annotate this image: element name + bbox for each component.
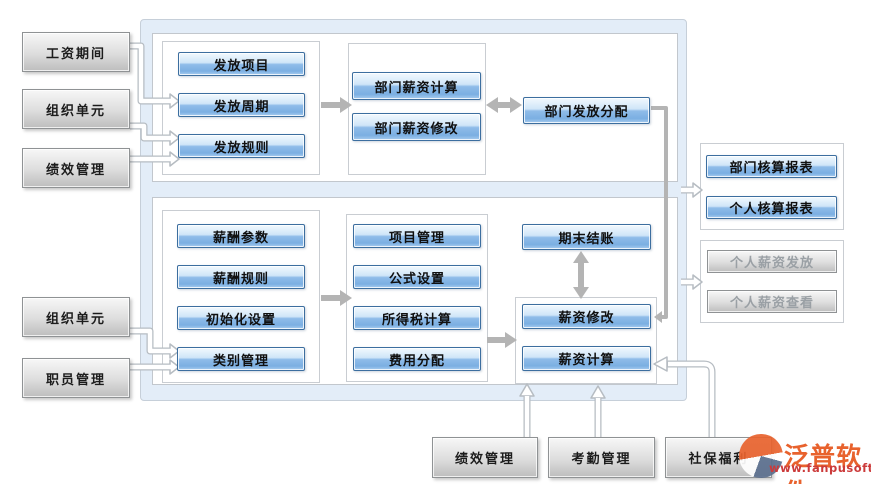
node-label: 考勤管理 <box>571 452 632 467</box>
node-income-tax-calc: 所得税计算 <box>353 306 481 330</box>
node-label: 部门薪资计算 <box>374 80 459 96</box>
node-personal-accounting-report: 个人核算报表 <box>706 196 837 219</box>
node-label: 组织单元 <box>45 311 106 327</box>
node-label: 初始化设置 <box>205 312 276 328</box>
node-label: 职员管理 <box>45 372 106 388</box>
node-expense-allocation: 费用分配 <box>353 347 481 371</box>
node-label: 绩效管理 <box>454 452 515 467</box>
node-category-mgmt: 类别管理 <box>177 347 305 371</box>
dept-salary-group <box>348 43 486 175</box>
node-salary-period: 工资期间 <box>22 32 130 72</box>
node-salary-edit: 薪资修改 <box>522 304 651 329</box>
node-label: 公式设置 <box>388 271 445 287</box>
node-personal-salary-view: 个人薪资查看 <box>707 290 837 313</box>
node-performance-mgmt-bottom: 绩效管理 <box>432 437 538 478</box>
node-org-unit-top: 组织单元 <box>22 89 130 129</box>
node-label: 社保福利 <box>688 452 749 467</box>
node-label: 绩效管理 <box>45 162 106 178</box>
node-project-mgmt: 项目管理 <box>353 224 481 248</box>
node-label: 发放周期 <box>213 99 270 115</box>
node-label: 薪酬参数 <box>212 230 269 246</box>
node-label: 个人薪资查看 <box>729 296 814 311</box>
node-label: 薪资计算 <box>558 353 615 368</box>
node-label: 组织单元 <box>45 103 106 119</box>
node-label: 所得税计算 <box>381 312 452 328</box>
node-label: 个人核算报表 <box>729 202 814 217</box>
node-salary-params: 薪酬参数 <box>177 224 305 248</box>
node-issue-rules: 发放规则 <box>178 134 305 158</box>
node-staff-mgmt: 职员管理 <box>22 358 130 398</box>
node-dept-issue-allocation: 部门发放分配 <box>523 97 650 124</box>
node-personal-salary-issue: 个人薪资发放 <box>707 250 837 273</box>
node-label: 工资期间 <box>45 46 106 62</box>
node-dept-salary-calc: 部门薪资计算 <box>352 72 481 100</box>
node-dept-salary-edit: 部门薪资修改 <box>352 113 481 141</box>
node-org-unit-bottom: 组织单元 <box>22 297 130 337</box>
node-formula-settings: 公式设置 <box>353 265 481 289</box>
node-attendance-mgmt: 考勤管理 <box>548 437 655 478</box>
node-label: 薪资修改 <box>558 311 615 326</box>
node-period-end-closing: 期末结账 <box>522 224 651 250</box>
brand-url: www.fanpusoft.com <box>769 461 871 475</box>
node-label: 类别管理 <box>212 353 269 369</box>
node-issue-items: 发放项目 <box>178 52 305 76</box>
node-label: 部门薪资修改 <box>374 121 459 137</box>
node-label: 项目管理 <box>388 230 445 246</box>
node-label: 费用分配 <box>388 353 445 369</box>
node-performance-mgmt-left: 绩效管理 <box>22 148 130 188</box>
node-label: 部门发放分配 <box>544 105 629 120</box>
node-issue-cycle: 发放周期 <box>178 93 305 117</box>
node-label: 个人薪资发放 <box>729 256 814 271</box>
node-init-settings: 初始化设置 <box>177 306 305 330</box>
node-label: 薪酬规则 <box>212 271 269 287</box>
brand-name: 泛普软件 <box>784 442 863 484</box>
node-dept-accounting-report: 部门核算报表 <box>706 155 837 178</box>
node-label: 发放项目 <box>213 58 270 74</box>
node-salary-calc: 薪资计算 <box>522 346 651 371</box>
node-salary-rules: 薪酬规则 <box>177 265 305 289</box>
fanpu-logo-icon <box>739 434 783 478</box>
node-label: 部门核算报表 <box>729 161 814 176</box>
node-label: 期末结账 <box>558 231 615 247</box>
node-label: 发放规则 <box>213 140 270 156</box>
